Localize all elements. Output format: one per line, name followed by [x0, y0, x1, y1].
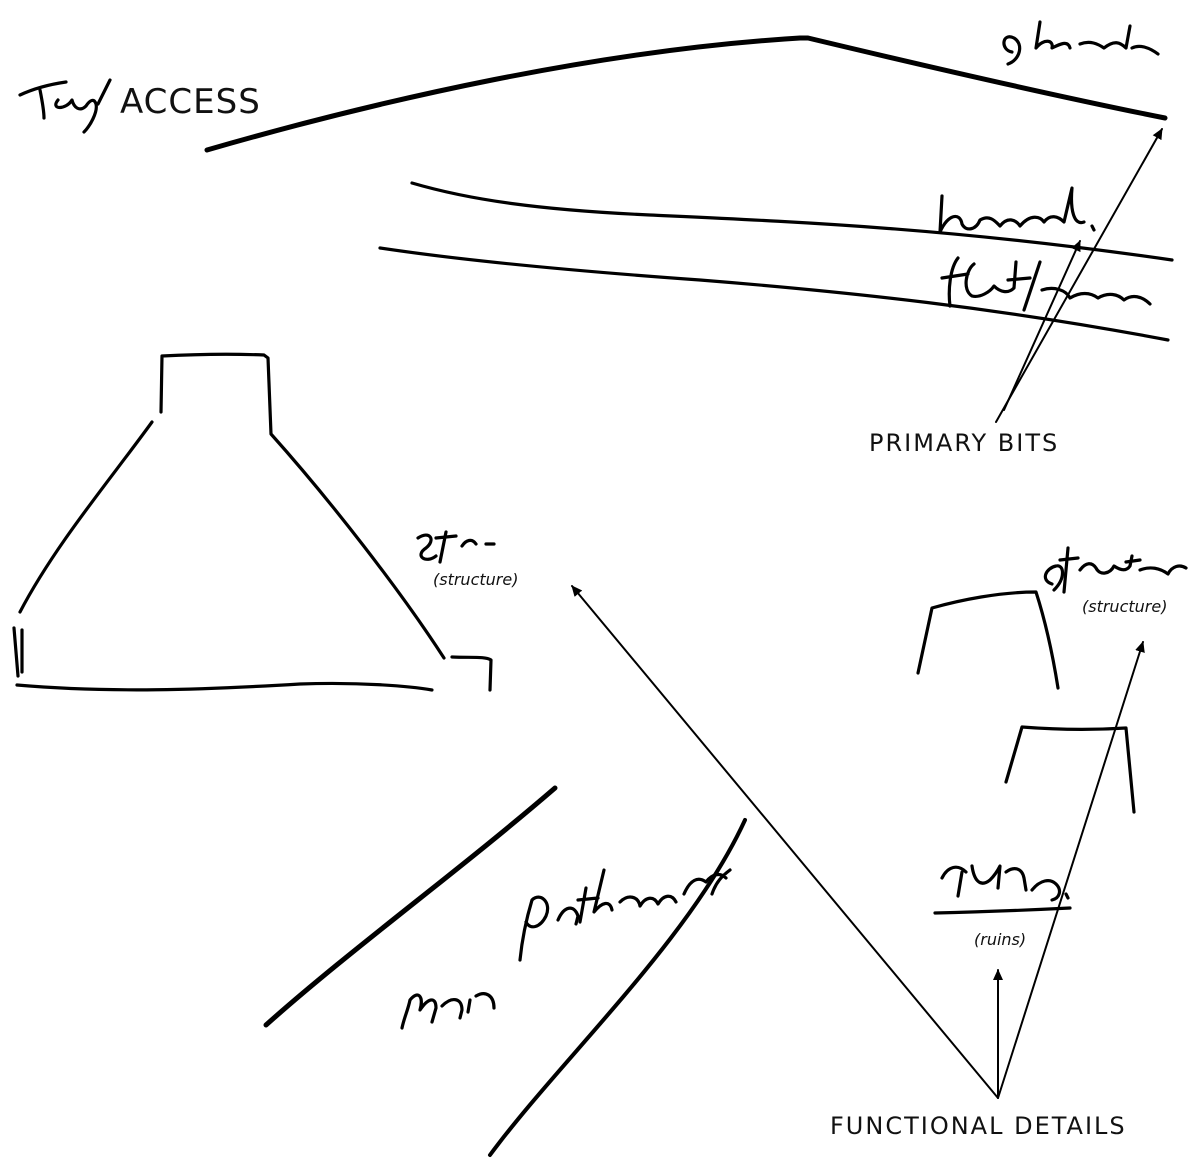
structure-label-right: (structure)	[1082, 597, 1167, 616]
access-label: ACCESS	[120, 82, 261, 122]
handwriting-target	[20, 80, 110, 132]
left-structure-step	[452, 657, 491, 690]
ruins-underline	[935, 908, 1070, 913]
ruins-label: (ruins)	[974, 930, 1026, 949]
handwriting-flat-area	[942, 258, 1150, 310]
bounded-line-upper	[412, 183, 1172, 260]
handwriting-str	[418, 532, 494, 562]
pathway-line-right	[490, 820, 745, 1155]
functional-details-label: FUNCTIONAL DETAILS	[830, 1112, 1127, 1140]
right-structure-upper	[918, 592, 1058, 688]
primary-arrow-long	[996, 129, 1162, 422]
structure-label-left: (structure)	[433, 570, 518, 589]
functional-arrow-structure-left	[572, 586, 998, 1098]
handwriting-structure	[1045, 548, 1186, 592]
right-structure-lower	[1006, 727, 1134, 812]
primary-bits-label: PRIMARY BITS	[869, 429, 1059, 457]
handwriting-and-bound	[1004, 22, 1158, 64]
handwriting-ruins	[942, 866, 1068, 900]
ridge-line	[207, 38, 1165, 150]
handwriting-main-pathway	[402, 870, 730, 1028]
left-structure-slope	[20, 422, 152, 612]
handwriting-bounded	[940, 188, 1094, 232]
pathway-line-left	[266, 788, 555, 1025]
ground-line	[17, 683, 432, 690]
left-structure-outline	[161, 354, 444, 658]
left-structure-tick	[14, 628, 22, 676]
